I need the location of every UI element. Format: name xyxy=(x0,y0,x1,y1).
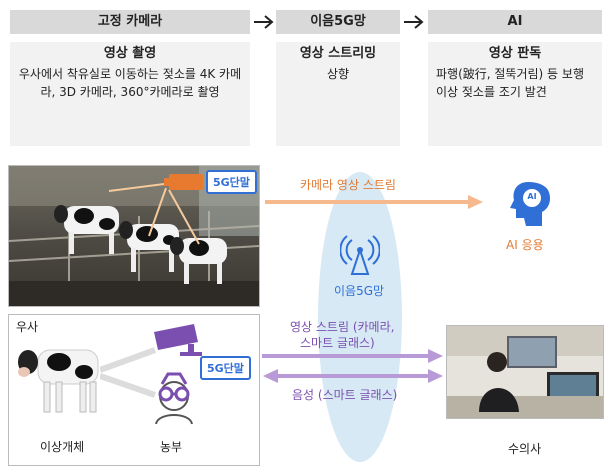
antenna-icon xyxy=(340,235,380,275)
cctv-camera-icon xyxy=(154,324,202,356)
flow-arrow-2 xyxy=(402,12,426,36)
5g-terminal-badge: 5G단말 xyxy=(206,170,257,194)
ai-head-icon xyxy=(510,182,550,226)
cow-figure xyxy=(54,205,119,254)
vet-photo xyxy=(446,325,604,419)
5g-terminal-badge: 5G단말 xyxy=(200,356,251,380)
flow-step-desc: 상향 xyxy=(326,67,350,81)
arrow-right-icon xyxy=(404,15,424,29)
camera-icon xyxy=(164,174,203,190)
ai-application-label: AI 응용 xyxy=(506,238,544,252)
vet-scene-image xyxy=(447,326,603,418)
video-stream-label-2: 스마트 글래스) xyxy=(300,336,375,350)
farmer-label: 농부 xyxy=(160,440,183,454)
barn-label: 우사 xyxy=(16,320,39,334)
flow-step-title: 영상 촬영 xyxy=(103,46,157,61)
flow-step-network: 이음5G망 영상 스트리밍 상향 xyxy=(276,10,400,146)
flow-step-title: 영상 스트리밍 xyxy=(299,46,377,61)
vet-label: 수의사 xyxy=(508,442,542,456)
flow-step-header: AI xyxy=(428,10,602,34)
network-ellipse xyxy=(318,172,402,462)
camera-stream-arrow xyxy=(265,195,483,209)
barn-box xyxy=(8,314,260,466)
flow-arrow-1 xyxy=(252,12,276,36)
flow-step-title: 영상 판독 xyxy=(488,46,542,61)
flow-step-ai: AI 영상 판독 파행(跛行, 절뚝거림) 등 보행 이상 젖소를 조기 발견 xyxy=(428,10,602,146)
video-stream-arrow xyxy=(262,349,443,363)
network-label: 이음5G망 xyxy=(334,284,385,298)
voice-arrow xyxy=(263,369,443,383)
flow-step-header: 이음5G망 xyxy=(276,10,400,34)
arrow-right-icon xyxy=(254,15,274,29)
cow-image xyxy=(18,349,99,413)
flow-step-camera: 고정 카메라 영상 촬영 우사에서 착유실로 이동하는 젖소를 4K 카메라, … xyxy=(10,10,250,146)
voice-label: 음성 (스마트 글래스) xyxy=(292,388,398,402)
flow-step-desc: 우사에서 착유실로 이동하는 젖소를 4K 카메라, 3D 카메라, 360°카… xyxy=(18,67,242,99)
cow-figure xyxy=(119,221,179,272)
cow-label: 이상개체 xyxy=(40,440,85,454)
camera-stream-label: 카메라 영상 스트림 xyxy=(300,178,396,192)
flow-step-header: 고정 카메라 xyxy=(10,10,250,34)
view-lines xyxy=(100,347,157,398)
video-stream-label-1: 영상 스트림 (카메라, xyxy=(290,320,395,334)
ai-icon-text: AI xyxy=(527,192,537,201)
flow-step-desc: 파행(跛行, 절뚝거림) 등 보행 이상 젖소를 조기 발견 xyxy=(436,67,584,99)
farmer-smart-glasses-icon xyxy=(155,372,193,425)
cow-figure xyxy=(170,237,227,284)
